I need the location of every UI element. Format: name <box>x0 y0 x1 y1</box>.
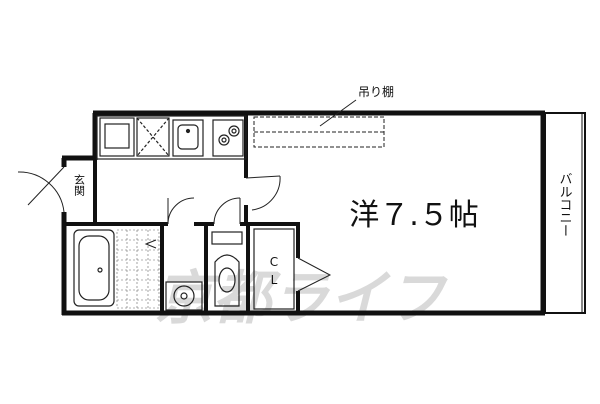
main-room-label: 洋７.５帖 <box>349 198 479 233</box>
bath-faucet <box>144 239 157 249</box>
bath-doors <box>167 197 241 225</box>
balcony-outline <box>544 112 586 314</box>
hanging-shelf-label: 吊り棚 <box>358 84 394 99</box>
room-door <box>245 175 281 211</box>
exterior-walls <box>61 110 546 316</box>
wash-basin <box>165 281 203 311</box>
closet-label-l: L <box>271 273 278 287</box>
hanging-shelf-leader <box>319 99 357 127</box>
kitchen-counter <box>96 115 247 160</box>
entrance-label: 玄関 <box>73 173 86 196</box>
watermark: 京都ライフ <box>155 264 448 332</box>
hanging-shelf <box>253 116 385 148</box>
bath-tile-floor <box>116 229 160 309</box>
closet-outline <box>253 228 295 310</box>
toilet <box>211 231 243 307</box>
balcony-label: バルコニー <box>557 172 573 237</box>
closet-door <box>297 257 332 292</box>
closet-label-c: C <box>270 255 278 269</box>
interior-walls <box>64 113 300 313</box>
bathtub <box>73 229 115 307</box>
entrance-door <box>17 166 65 213</box>
